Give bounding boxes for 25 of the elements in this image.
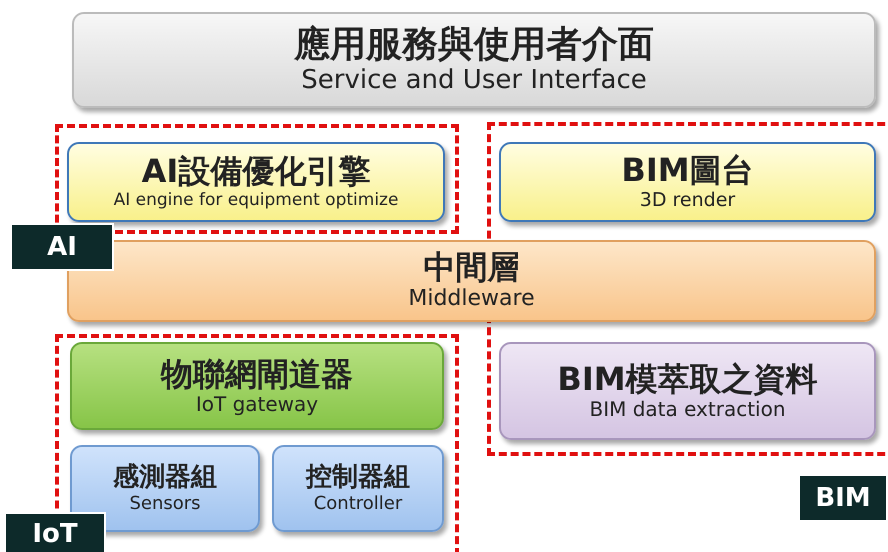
box-subtitle: BIM data extraction — [589, 397, 786, 422]
layer-box — [67, 142, 445, 222]
box-heading: BIM模萃取之資料 — [557, 360, 818, 398]
box-subtitle: Service and User Interface — [301, 65, 647, 96]
box-subtitle: 3D render — [640, 189, 736, 212]
region-tag: BIM — [798, 474, 888, 522]
box-heading: 物聯網閘道器 — [161, 356, 353, 392]
box-heading: BIM圖台 — [621, 152, 754, 189]
layer-box — [272, 445, 444, 532]
box-subtitle: Middleware — [408, 286, 535, 313]
box-heading: 應用服務與使用者介面 — [294, 24, 654, 66]
box-heading: 控制器組 — [306, 462, 410, 493]
box-heading: 感測器組 — [113, 462, 217, 493]
box-heading: 中間層 — [424, 249, 520, 286]
box-subtitle: Controller — [314, 492, 402, 514]
box-subtitle: IoT gateway — [196, 392, 318, 416]
layer-box — [70, 342, 444, 430]
layer-box — [499, 142, 876, 222]
layer-box — [499, 342, 876, 440]
region-tag: IoT — [4, 512, 106, 552]
layer-box — [72, 12, 876, 108]
box-heading: AI設備優化引擎 — [142, 153, 370, 190]
region-tag: AI — [10, 223, 114, 271]
box-subtitle: AI engine for equipment optimize — [114, 190, 398, 211]
box-subtitle: Sensors — [129, 492, 201, 514]
